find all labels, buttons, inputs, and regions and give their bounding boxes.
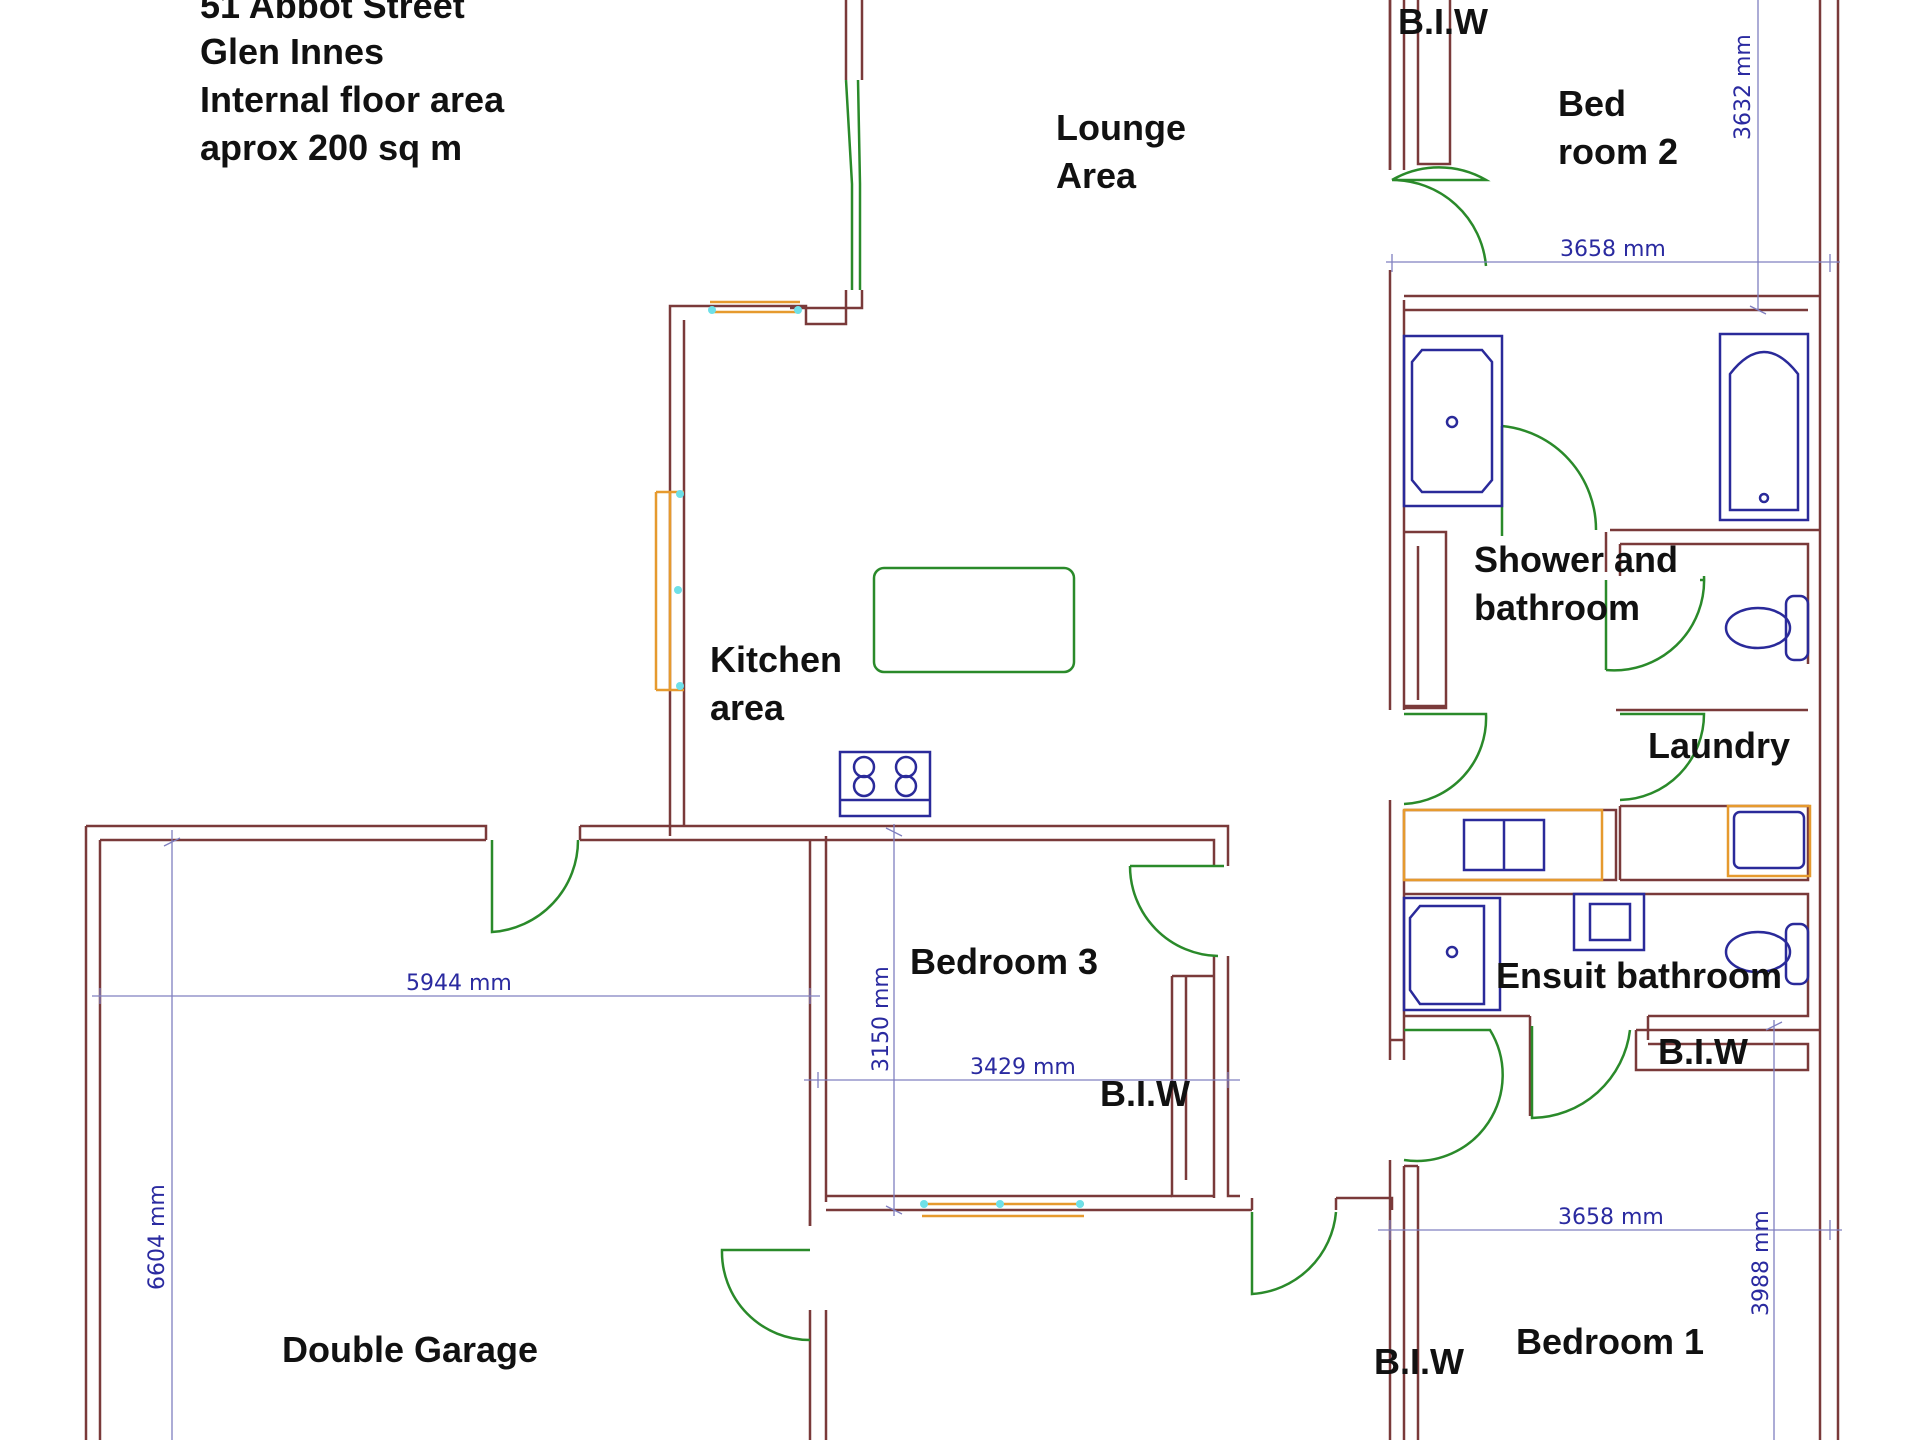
dim-bed3-height: [885, 824, 903, 1216]
shower-bath-shower-tray: [1402, 334, 1504, 508]
label-lounge-line2: Area: [1056, 155, 1137, 196]
dimension-lines: [92, 0, 1842, 1440]
dimension-labels: 3632 mm 3658 mm 5944 mm 6604 mm 3150 mm …: [145, 34, 1774, 1316]
area-line-1: Internal floor area: [200, 79, 505, 120]
label-bedroom3: Bedroom 3: [910, 941, 1098, 982]
address-line-1: 51 Abbot Street: [200, 0, 465, 26]
label-shower-line1: Shower and: [1474, 539, 1678, 580]
dim-text-bed1-width: 3658 mm: [1558, 1205, 1664, 1230]
label-bedroom2-line2: room 2: [1558, 131, 1678, 172]
door-garage-east: [720, 1248, 811, 1342]
window-node: [676, 682, 684, 690]
wall-bedroom2-bathroom: [1404, 294, 1820, 312]
label-laundry: Laundry: [1648, 725, 1790, 766]
window-node: [676, 490, 684, 498]
window-node: [996, 1200, 1004, 1208]
wall-laundry: [1404, 704, 1810, 882]
window-node: [1076, 1200, 1084, 1208]
wall-shower-laundry: [1604, 528, 1820, 664]
fixtures: [838, 332, 1812, 1012]
window-node: [920, 1200, 928, 1208]
door-garage-north: [490, 839, 580, 934]
label-ensuite: Ensuit bathroom: [1496, 955, 1782, 996]
bathtub: [1718, 332, 1810, 522]
address-line-2: Glen Innes: [200, 31, 384, 72]
area-line-2: aprox 200 sq m: [200, 127, 462, 168]
door-ensuite-west: [1403, 1028, 1504, 1163]
window-node: [674, 586, 682, 594]
dim-bed2-height: [1749, 0, 1767, 315]
wall-right-block-east: [1818, 0, 1840, 1440]
label-double-garage: Double Garage: [282, 1329, 538, 1370]
label-shower-line2: bathroom: [1474, 587, 1640, 628]
door-bedroom2: [1391, 166, 1491, 267]
windows: [654, 79, 1084, 1218]
label-biw-bedroom3: B.I.W: [1100, 1073, 1190, 1114]
dim-text-bed3-height: 3150 mm: [869, 966, 894, 1072]
doors: [490, 166, 1706, 1342]
dim-text-garage-width: 5944 mm: [406, 971, 512, 996]
window-kitchen-west: [654, 490, 684, 692]
door-bedroom3: [1128, 864, 1224, 958]
dim-garage-width: [92, 988, 820, 1004]
dim-text-bed1-height: 3988 mm: [1749, 1210, 1774, 1316]
wall-garage-north: [84, 824, 1230, 1440]
label-biw-bedroom1: B.I.W: [1374, 1341, 1464, 1382]
walls: [84, 0, 1840, 1440]
wall-kitchen-bump: [668, 290, 864, 836]
door-shower: [1500, 424, 1598, 536]
laundry-sink: [1726, 804, 1812, 878]
cooktop: [838, 750, 932, 818]
dim-bed1-width: [1378, 1220, 1842, 1240]
laundry-tubs: [1402, 808, 1604, 882]
wall-bedroom1: [1388, 1038, 1420, 1440]
label-lounge-line1: Lounge: [1056, 107, 1186, 148]
wall-ensuite-biw: [1634, 1028, 1820, 1072]
glazing-lounge-west: [844, 79, 862, 290]
wall-right-block-west: [1388, 0, 1406, 1060]
wall-bed2-biw: [1388, 0, 1452, 170]
toilet-shower: [1724, 594, 1810, 662]
dim-text-garage-height: 6604 mm: [145, 1184, 170, 1290]
wall-bedroom3-south: [808, 1194, 1394, 1226]
label-kitchen-line2: area: [710, 687, 785, 728]
wall-garage-bed3: [808, 836, 828, 1440]
door-laundry: [1619, 712, 1706, 802]
door-linen: [1403, 712, 1488, 806]
wall-lounge-west-upper: [844, 0, 864, 80]
label-bedroom2-line1: Bed: [1558, 83, 1626, 124]
label-biw-ensuite: B.I.W: [1658, 1031, 1748, 1072]
room-labels: B.I.W Bed room 2 Lounge Area Kitchen are…: [282, 1, 1790, 1382]
wall-bath-linen: [1404, 530, 1448, 710]
header-info: 51 Abbot Street Glen Innes Internal floo…: [200, 0, 505, 168]
window-node: [708, 306, 716, 314]
label-kitchen-line1: Kitchen: [710, 639, 842, 680]
window-kitchen-north: [710, 300, 800, 314]
kitchen-island: [872, 566, 1076, 674]
dim-bed2-width: [1386, 254, 1840, 272]
dim-text-bed2-width: 3658 mm: [1560, 237, 1666, 262]
dim-text-bed3-width: 3429 mm: [970, 1055, 1076, 1080]
ensuite-shower-tray: [1402, 896, 1502, 1012]
window-node: [794, 306, 802, 314]
door-bedroom1-hall: [1250, 1211, 1338, 1296]
toilet-ensuite: [1724, 922, 1810, 986]
door-ensuite-biw: [1530, 1026, 1632, 1120]
label-bedroom1: Bedroom 1: [1516, 1321, 1704, 1362]
dim-garage-height: [163, 830, 181, 1440]
dim-bed3-width: [804, 1072, 1240, 1088]
door-shower-toilet: [1604, 575, 1706, 672]
dim-bed1-height: [1765, 1020, 1783, 1440]
ensuite-vanity: [1572, 892, 1646, 952]
dim-text-bed2-height: 3632 mm: [1731, 34, 1756, 140]
label-biw-bedroom2: B.I.W: [1398, 1, 1488, 42]
